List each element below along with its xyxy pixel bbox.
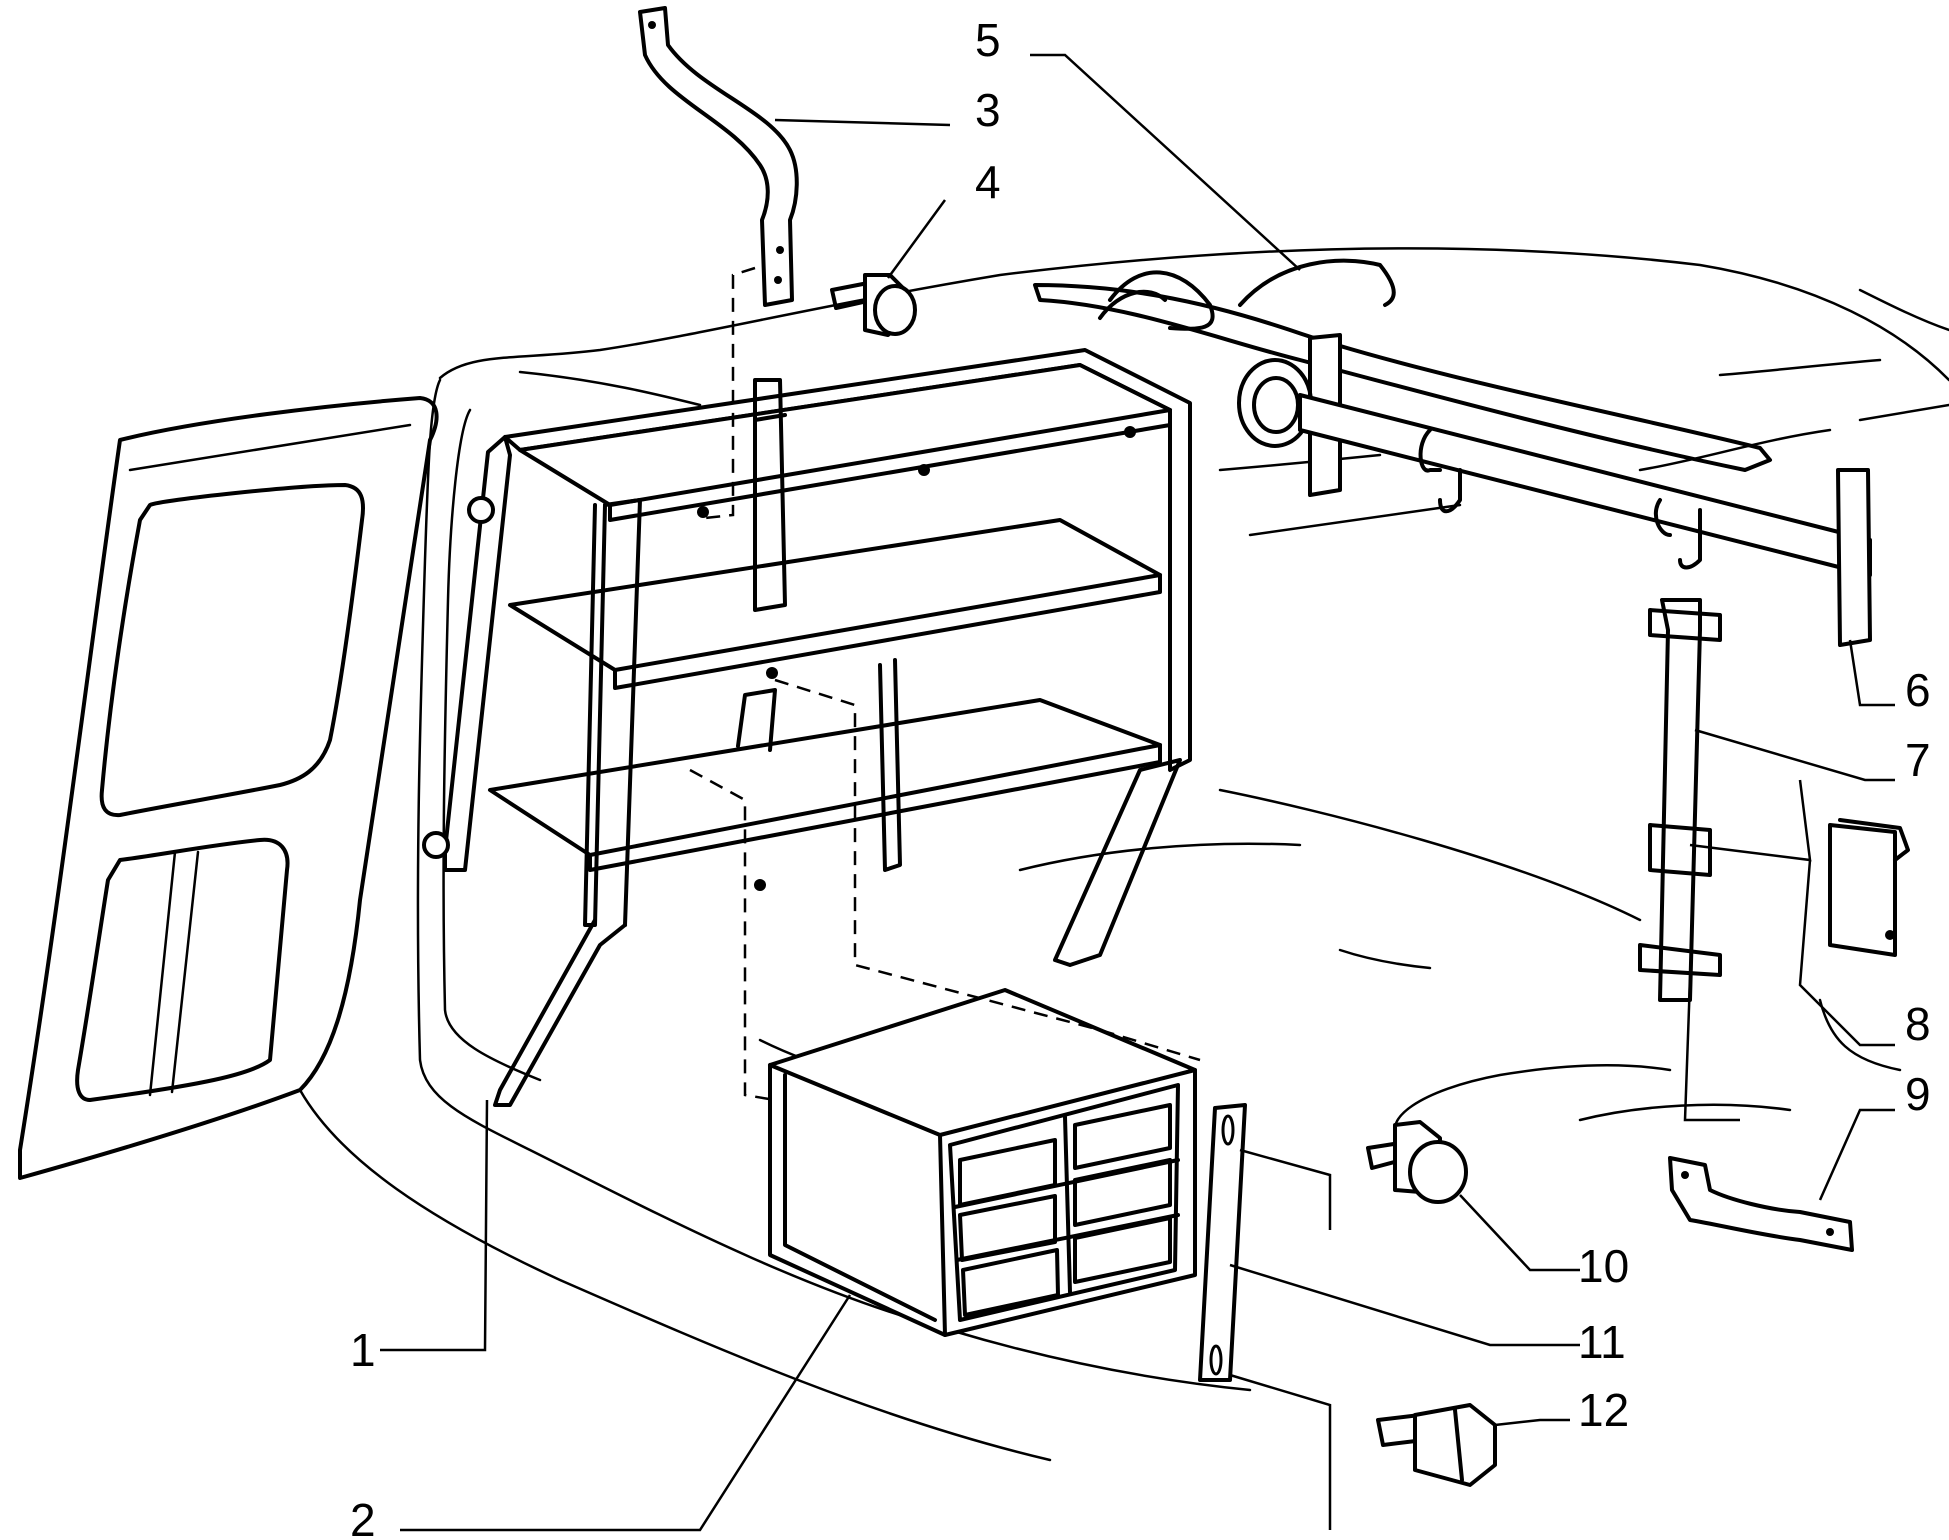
- callout-10: 10: [1578, 1240, 1629, 1292]
- callout-11: 11: [1578, 1316, 1626, 1368]
- callout-5: 5: [975, 14, 1001, 66]
- callout-4: 4: [975, 156, 1001, 208]
- drawer-cabinet: [768, 988, 1197, 1337]
- rear-door: [18, 396, 439, 1180]
- callout-1: 1: [350, 1324, 376, 1376]
- clip: [1828, 818, 1910, 957]
- bolt-10: [1366, 1120, 1468, 1204]
- callout-2: 2: [350, 1494, 376, 1540]
- vertical-bracket: [1638, 598, 1722, 1002]
- callout-12: 12: [1578, 1384, 1629, 1436]
- hanger-rail: [1237, 333, 1872, 647]
- bolt-4: [830, 273, 917, 337]
- callout-8: 8: [1905, 998, 1931, 1050]
- bent-bar: [1033, 258, 1772, 472]
- callout-3: 3: [975, 84, 1001, 136]
- shelving-unit: [422, 348, 1192, 1107]
- callout-7: 7: [1905, 734, 1931, 786]
- stay-bracket: [1668, 1156, 1854, 1252]
- bolt-12: [1376, 1403, 1497, 1487]
- callout-6: 6: [1905, 664, 1931, 716]
- callout-9: 9: [1905, 1068, 1931, 1120]
- bent-strap: [638, 6, 799, 307]
- flat-bar: [1198, 1103, 1247, 1382]
- leader-lines: [380, 53, 1895, 1532]
- vehicle-body-outline: [298, 247, 1949, 1462]
- callout-labels: 1 2 3 4 5 6 7 8 9 10 11 12: [350, 14, 1931, 1540]
- assembly-lines: [689, 266, 1201, 1102]
